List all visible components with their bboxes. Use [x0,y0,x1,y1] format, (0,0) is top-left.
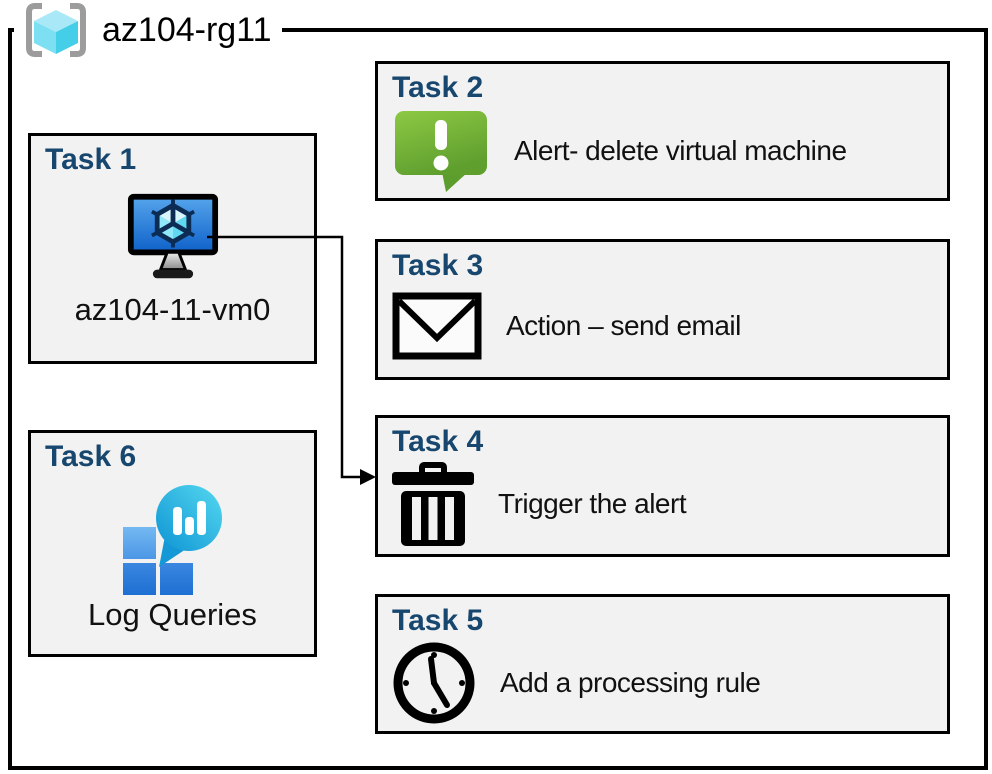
task-box-2: Task 2 Alert- delete virtual machine [375,61,950,201]
task-box-1: Task 1 az104-11 [28,133,317,364]
task5-content: Add a processing rule [392,641,947,725]
resource-group-header: az104-rg11 [14,0,282,60]
email-envelope-icon [392,292,482,360]
task1-vm-name: az104-11-vm0 [74,292,271,327]
task1-heading: Task 1 [45,143,137,176]
task4-content: Trigger the alert [392,462,947,546]
task2-heading: Task 2 [392,71,484,104]
trash-can-icon [392,462,474,546]
task-box-6: Task 6 [28,430,317,657]
task4-text: Trigger the alert [498,488,687,519]
task3-content: Action – send email [392,292,947,360]
log-analytics-icon [122,485,222,595]
resource-group-icon [26,3,86,57]
task5-heading: Task 5 [392,604,484,637]
task1-content: az104-11-vm0 [31,178,314,328]
task-box-4: Task 4 Trigger the alert [375,415,950,557]
task6-heading: Task 6 [45,440,137,473]
clock-icon [393,642,475,724]
task5-text: Add a processing rule [500,667,761,698]
alert-speech-bubble-icon [395,111,487,192]
task2-text: Alert- delete virtual machine [514,135,847,166]
task-box-3: Task 3 Action – send email [375,239,950,380]
task-box-5: Task 5 Add a processing rule [375,594,950,734]
task3-heading: Task 3 [392,249,484,282]
virtual-machine-icon [127,193,218,279]
task2-content: Alert- delete virtual machine [392,108,947,194]
task6-content: Log Queries [31,475,314,633]
resource-group-title: az104-rg11 [102,10,272,49]
task4-heading: Task 4 [392,425,484,458]
task3-text: Action – send email [506,310,741,341]
task6-label: Log Queries [88,597,257,632]
